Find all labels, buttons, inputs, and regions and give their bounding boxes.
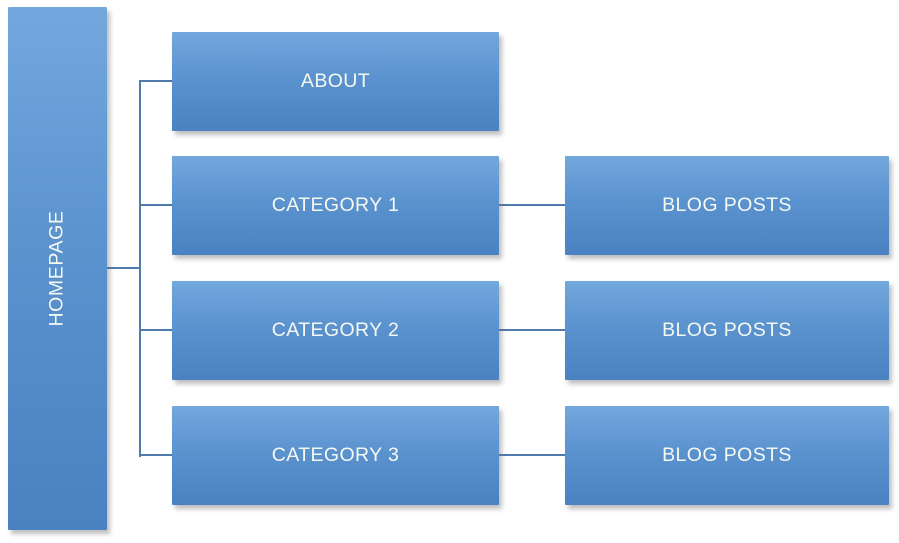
node-about: ABOUT (172, 32, 499, 131)
node-blog-posts-3: BLOG POSTS (565, 406, 889, 505)
node-category1-label: CATEGORY 1 (271, 194, 400, 216)
node-category2: CATEGORY 2 (172, 281, 499, 380)
connector-homepage-trunk (107, 267, 140, 269)
connector-category1-blog (499, 204, 565, 206)
connector-branch-about (139, 80, 173, 82)
node-category2-label: CATEGORY 2 (271, 319, 400, 341)
node-blog-posts-1-label: BLOG POSTS (662, 194, 792, 216)
node-about-label: ABOUT (300, 70, 371, 92)
node-blog-posts-2: BLOG POSTS (565, 281, 889, 380)
connector-branch-category3 (139, 454, 173, 456)
node-category1: CATEGORY 1 (172, 156, 499, 255)
node-blog-posts-2-label: BLOG POSTS (662, 319, 792, 341)
connector-category2-blog (499, 329, 565, 331)
node-category3-label: CATEGORY 3 (271, 444, 400, 466)
node-homepage-label: HOMEPAGE (46, 210, 69, 327)
node-homepage: HOMEPAGE (8, 7, 107, 530)
node-blog-posts-1: BLOG POSTS (565, 156, 889, 255)
connector-trunk-line (139, 80, 141, 457)
connector-category3-blog (499, 454, 565, 456)
connector-branch-category2 (139, 329, 173, 331)
connector-branch-category1 (139, 204, 173, 206)
node-category3: CATEGORY 3 (172, 406, 499, 505)
node-blog-posts-3-label: BLOG POSTS (662, 444, 792, 466)
